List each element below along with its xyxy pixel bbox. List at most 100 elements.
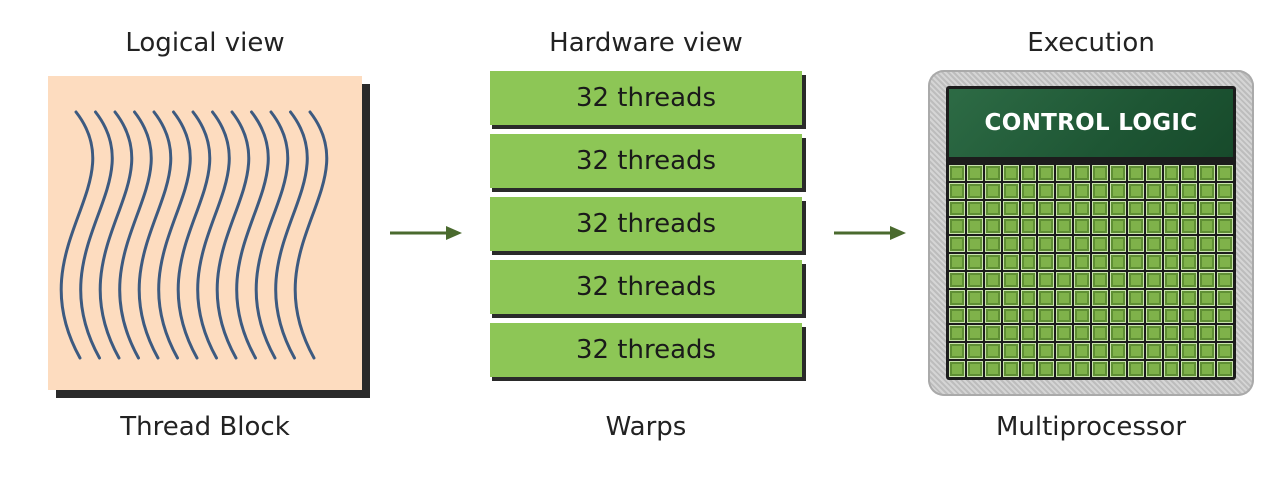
arrow-head (890, 226, 906, 240)
core-cell (984, 325, 1001, 342)
core-cell (1145, 325, 1162, 342)
core-cell (1127, 200, 1144, 217)
warp-1: 32 threads (490, 71, 802, 125)
core-cell (966, 165, 983, 181)
core-cell (1092, 236, 1108, 253)
core-cell (1181, 307, 1198, 324)
core-cell (1145, 165, 1162, 181)
core-cell (1145, 361, 1162, 377)
core-cell (966, 289, 983, 306)
core-cell (1020, 165, 1037, 181)
core-cell (1020, 236, 1037, 253)
core-cell (984, 236, 1001, 253)
core-cell (1145, 289, 1162, 306)
core-cell (1020, 289, 1037, 306)
core-cell (1074, 218, 1090, 235)
core-cell (1127, 254, 1144, 270)
core-cell (984, 254, 1001, 270)
core-cell (1145, 218, 1162, 235)
core-cell (1056, 218, 1073, 235)
core-cell (1074, 236, 1090, 253)
core-cell (1127, 271, 1144, 288)
core-cell (1217, 289, 1233, 306)
core-cell (1199, 289, 1216, 306)
core-cell (1092, 254, 1108, 270)
core-cell (1217, 307, 1233, 324)
core-cell (1199, 271, 1216, 288)
core-cell (984, 343, 1001, 360)
core-cell (1217, 165, 1233, 181)
arrow-logical-to-hardware (390, 226, 462, 240)
core-cell (1056, 271, 1073, 288)
thread-block (48, 76, 362, 390)
core-cell (1181, 165, 1198, 181)
core-cell (1020, 307, 1037, 324)
core-cell (966, 343, 983, 360)
warp-2: 32 threads (490, 134, 802, 188)
core-cell (1092, 289, 1108, 306)
core-cell (1181, 254, 1198, 270)
core-cell (984, 182, 1001, 199)
core-cell (1092, 325, 1108, 342)
core-cell (966, 182, 983, 199)
core-cell (1163, 307, 1180, 324)
core-cell (1074, 307, 1090, 324)
core-cell (1109, 307, 1126, 324)
core-cell (1199, 218, 1216, 235)
core-cell (949, 343, 965, 360)
thread-line (196, 110, 231, 360)
core-cell (1127, 218, 1144, 235)
core-cell (1199, 343, 1216, 360)
core-cell (1020, 361, 1037, 377)
core-cell (949, 307, 965, 324)
core-cell (1163, 289, 1180, 306)
core-cell (949, 325, 965, 342)
core-cell (1217, 361, 1233, 377)
thread-line (59, 110, 95, 360)
core-cell (949, 236, 965, 253)
thread-line (98, 110, 134, 360)
core-cell (1199, 236, 1216, 253)
core-cell (1145, 271, 1162, 288)
core-cell (1217, 343, 1233, 360)
core-cell (1020, 271, 1037, 288)
core-cell (1002, 289, 1019, 306)
core-cell (1163, 361, 1180, 377)
core-cell (1181, 182, 1198, 199)
core-cell (1163, 218, 1180, 235)
core-cell (1163, 165, 1180, 181)
core-cell (1145, 182, 1162, 199)
core-cell (1109, 289, 1126, 306)
thread-line (293, 110, 329, 360)
core-cell (1074, 182, 1090, 199)
core-cell (1217, 236, 1233, 253)
core-cell (949, 165, 965, 181)
core-cell (1092, 343, 1108, 360)
core-cell (1020, 325, 1037, 342)
core-cell (1181, 200, 1198, 217)
core-cell (1020, 343, 1037, 360)
core-cell (1145, 254, 1162, 270)
thread-line (118, 110, 153, 360)
core-cell (966, 218, 983, 235)
warp-5: 32 threads (490, 323, 802, 377)
thread-block-caption: Thread Block (120, 412, 290, 442)
core-cell (966, 271, 983, 288)
core-cell (1199, 200, 1216, 217)
multiprocessor-caption: Multiprocessor (995, 412, 1187, 442)
core-cell (1145, 200, 1162, 217)
core-cell (1092, 200, 1108, 217)
core-cell (1217, 200, 1233, 217)
core-cell (1127, 361, 1144, 377)
core-cell (1002, 307, 1019, 324)
arrow-head (446, 226, 462, 240)
core-cell (1020, 182, 1037, 199)
core-cell (1020, 200, 1037, 217)
core-cell (1074, 289, 1090, 306)
execution-title: Execution (1027, 28, 1155, 58)
thread-line (79, 110, 114, 360)
core-cell (1163, 254, 1180, 270)
core-cell (1056, 307, 1073, 324)
warps-caption: Warps (605, 412, 687, 442)
core-cell (1002, 182, 1019, 199)
